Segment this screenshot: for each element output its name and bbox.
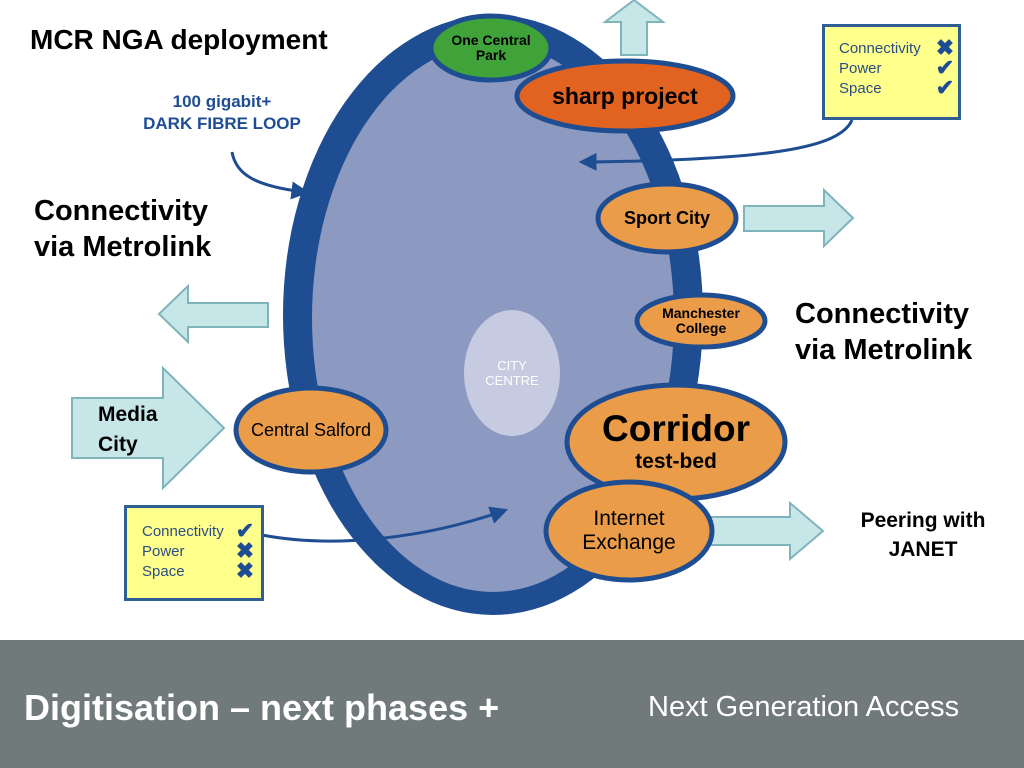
status-label: Power [142, 543, 185, 560]
connectivity-right-label: Connectivity via Metrolink [795, 296, 972, 368]
status-label: Connectivity [839, 40, 921, 57]
central-salford-label: Central Salford [236, 388, 386, 472]
sharp-project-label: sharp project [517, 61, 733, 131]
status-row: Space ✖ [142, 558, 261, 583]
status-label: Connectivity [142, 523, 224, 540]
manchester-college-line1: Manchester [662, 305, 740, 321]
peering-line1: Peering with [860, 509, 986, 532]
manchester-college-label: Manchester College [637, 295, 765, 347]
internet-exchange-node [543, 479, 715, 583]
status-row: Connectivity ✖ [839, 35, 958, 60]
connectivity-right-line2: via Metrolink [795, 334, 973, 366]
sport-city-label: Sport City [598, 184, 736, 252]
check-icon: ✔ [235, 518, 255, 543]
one-central-park-line1: One Central [451, 32, 531, 48]
manchester-college-line2: College [675, 320, 727, 336]
connectivity-right-line1: Connectivity [795, 298, 970, 330]
sharp-project-text: sharp project [552, 82, 698, 109]
media-city-label: Media City [98, 400, 158, 460]
sport-city-node [595, 181, 739, 255]
status-row: Connectivity ✔ [142, 518, 261, 543]
check-icon: ✔ [935, 75, 955, 100]
sport-city-text: Sport City [623, 207, 710, 228]
fibre-loop-label: 100 gigabit+ DARK FIBRE LOOP [112, 91, 332, 135]
check-icon: ✔ [935, 55, 955, 80]
footer-subtitle: Next Generation Access [648, 691, 960, 723]
right-arrow-sport-city [743, 187, 855, 249]
central-salford-node [233, 385, 389, 475]
status-label: Power [839, 60, 882, 77]
media-city-line1: Media [98, 403, 158, 426]
status-label: Space [839, 80, 882, 97]
connectivity-left-label: Connectivity via Metrolink [34, 193, 211, 265]
network-diagram [71, 0, 855, 615]
internet-exchange-label: Internet Exchange [546, 482, 712, 580]
up-arrow [602, 0, 666, 56]
status-box-bottom: Connectivity ✔ Power ✖ Space ✖ [124, 505, 264, 601]
status-row: Power ✔ [839, 55, 958, 80]
status-row: Space ✔ [839, 75, 958, 100]
central-salford-text: Central Salford [250, 419, 372, 440]
one-central-park-label: One Central Park [431, 16, 551, 80]
connectivity-left-line1: Connectivity [34, 195, 209, 227]
internet-exchange-line1: Internet [593, 507, 665, 530]
left-arrow-metrolink [157, 283, 269, 345]
footer-title: Digitisation – next phases + [24, 687, 500, 728]
footer-band: Digitisation – next phases + Next Genera… [0, 640, 1024, 768]
cross-icon: ✖ [235, 558, 255, 583]
internet-exchange-line2: Exchange [582, 531, 676, 554]
media-city-line2: City [98, 433, 138, 456]
media-city-arrow [71, 365, 226, 491]
cross-icon: ✖ [935, 35, 955, 60]
loop-label-pointer [230, 151, 310, 200]
one-central-park-node [428, 13, 554, 83]
manchester-college-node [634, 292, 768, 350]
diagram-title: MCR NGA deployment [30, 24, 328, 55]
cross-icon: ✖ [235, 538, 255, 563]
status-top-pointer [578, 119, 854, 171]
corridor-label: Corridor test-bed [567, 385, 785, 499]
right-arrow-janet [710, 500, 825, 562]
connectivity-left-line2: via Metrolink [34, 231, 212, 263]
city-centre-label: CITY CENTRE [463, 311, 561, 435]
status-bottom-pointer [261, 506, 509, 543]
city-centre-line2: CENTRE [485, 373, 539, 388]
fibre-loop-label-line2: DARK FIBRE LOOP [143, 114, 301, 133]
fibre-loop-label-line1: 100 gigabit+ [172, 92, 272, 111]
status-box-top: Connectivity ✖ Power ✔ Space ✔ [822, 24, 961, 120]
status-label: Space [142, 563, 185, 580]
sharp-project-node [514, 58, 736, 134]
city-centre-ellipse [464, 310, 560, 436]
corridor-line1: Corridor [602, 408, 750, 449]
one-central-park-line2: Park [475, 47, 507, 63]
city-centre-line1: CITY [497, 358, 527, 373]
peering-janet-label: Peering with JANET [838, 506, 1008, 564]
peering-line2: JANET [888, 538, 958, 561]
status-row: Power ✖ [142, 538, 261, 563]
corridor-line2: test-bed [635, 450, 717, 473]
